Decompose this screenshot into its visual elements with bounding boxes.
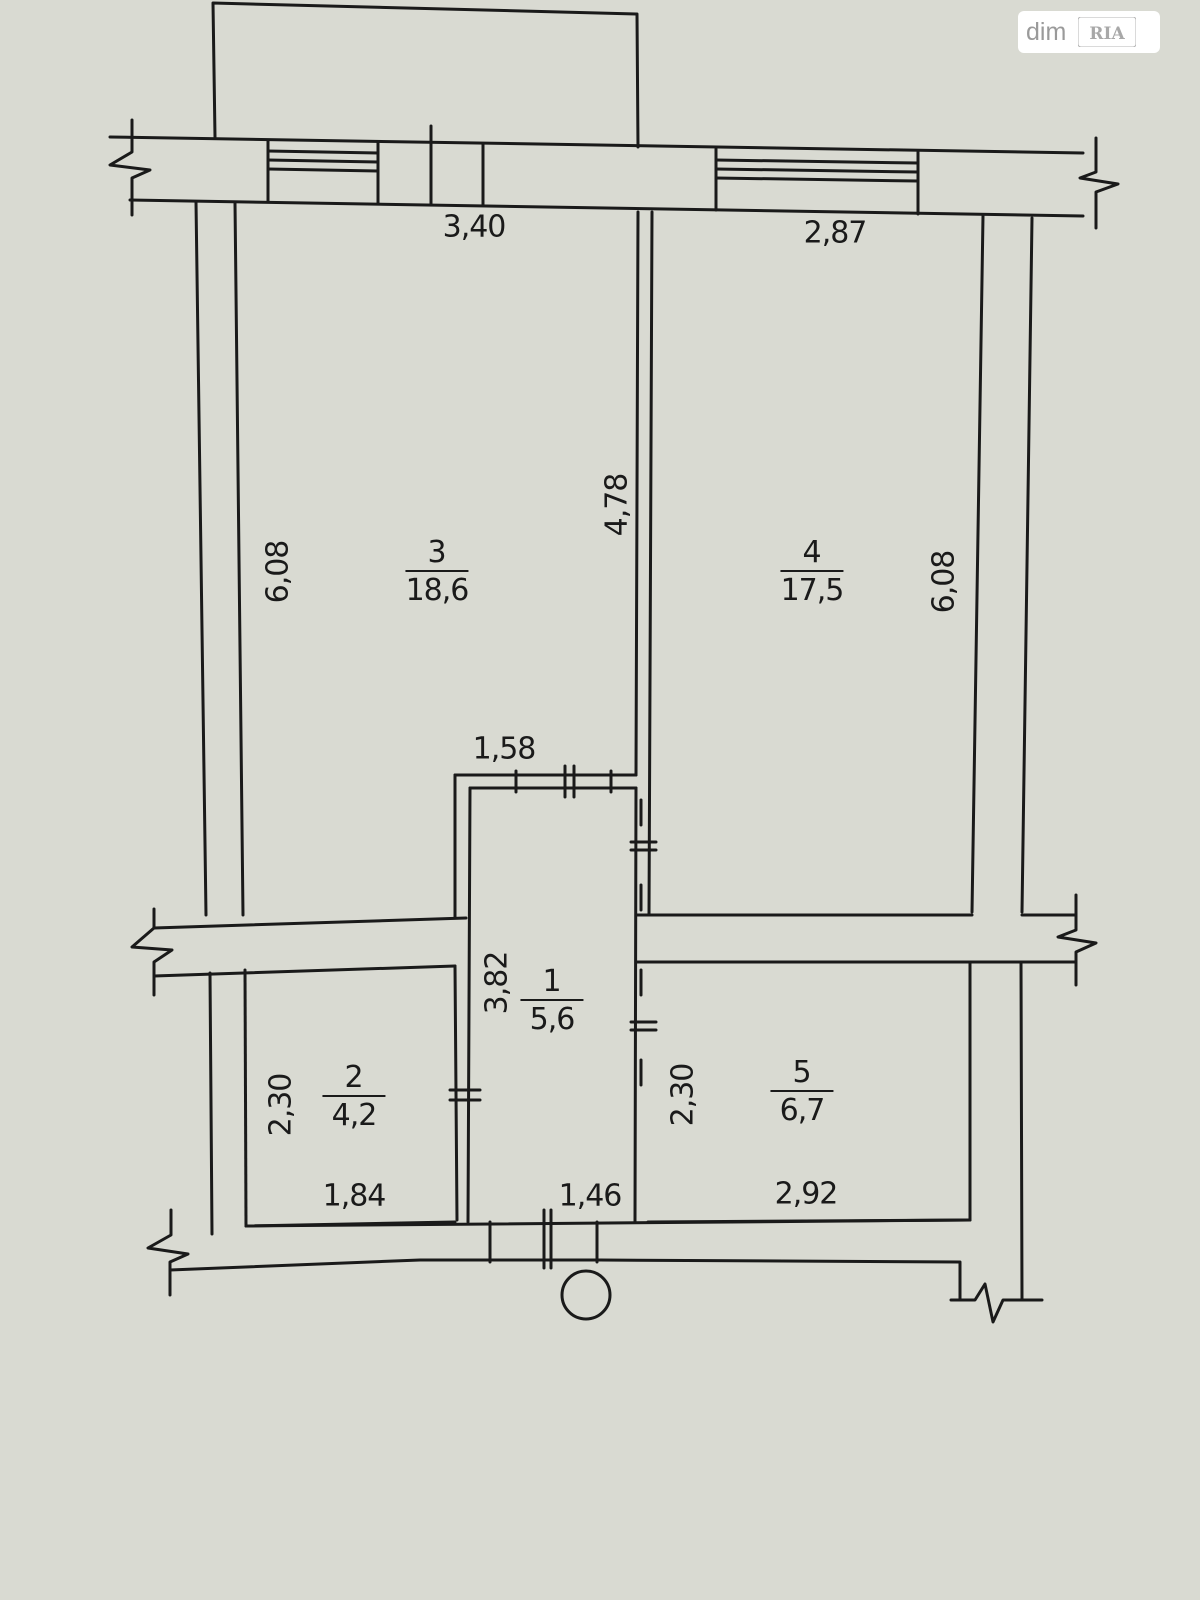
dim-room-5-height: 2,30 xyxy=(665,1063,701,1127)
bottom-left-break xyxy=(146,1208,190,1297)
left-wall-outer xyxy=(194,200,208,917)
mid-wall-left-top xyxy=(152,916,468,930)
room-4-label: 4 17,5 xyxy=(780,538,845,608)
left-wall-outer-lower xyxy=(208,971,214,1236)
mid-right-break xyxy=(1056,893,1098,987)
ria-logo-text: RIA xyxy=(1090,24,1126,44)
right-wall-inner xyxy=(970,214,985,914)
dim-hall-width: 1,58 xyxy=(472,731,537,767)
balcony-outline xyxy=(211,1,640,149)
dim-room-3-width: 3,40 xyxy=(442,209,507,245)
left-wall-inner-lower xyxy=(243,968,248,1228)
hall-left-inner xyxy=(466,786,472,1224)
room-3-label: 3 18,6 xyxy=(405,538,470,608)
room-number: 2 xyxy=(322,1063,386,1097)
hall-right-inner xyxy=(633,786,638,1224)
room-area: 6,7 xyxy=(779,1093,826,1128)
top-left-break xyxy=(108,118,152,217)
mid-wall-left-bottom xyxy=(152,964,457,978)
room-number: 3 xyxy=(405,538,469,572)
right-wall-outer xyxy=(1020,216,1034,914)
dim-room-3-inner: 4,78 xyxy=(599,473,635,537)
window-room-4 xyxy=(714,147,920,216)
mid-left-break xyxy=(130,907,174,997)
top-right-break xyxy=(1078,136,1120,230)
room-number: 1 xyxy=(520,967,584,1001)
top-wall-inner xyxy=(128,198,1085,218)
watermark-text: dim xyxy=(1026,17,1067,46)
dim-room-2-height: 2,30 xyxy=(263,1073,299,1137)
partition-3-4-right xyxy=(647,210,654,917)
room-area: 4,2 xyxy=(331,1098,378,1133)
entrance-marker xyxy=(560,1269,612,1321)
bottom-wall-inner xyxy=(244,1218,972,1228)
room-number: 4 xyxy=(780,538,844,572)
entrance-door xyxy=(488,1208,599,1270)
room-area: 18,6 xyxy=(405,573,470,608)
watermark: dim RIA xyxy=(1018,11,1160,53)
dim-room-2-width: 1,84 xyxy=(322,1178,387,1214)
dim-room-3-length: 6,08 xyxy=(260,540,296,604)
hall-top-door xyxy=(514,764,613,799)
bottom-wall-outer xyxy=(168,1258,962,1302)
balcony-door xyxy=(429,124,485,207)
partition-3-4-left xyxy=(634,210,640,777)
room-1-label: 1 5,6 xyxy=(520,967,584,1037)
room-2-label: 2 4,2 xyxy=(322,1063,386,1133)
bottom-right-break xyxy=(949,1282,1044,1324)
dim-room-4-length: 6,08 xyxy=(926,550,962,614)
room-area: 17,5 xyxy=(780,573,845,608)
dim-room-5-width: 2,92 xyxy=(774,1176,839,1212)
dim-room-4-width: 2,87 xyxy=(803,215,868,251)
room-number: 5 xyxy=(770,1058,834,1092)
right-wall-outer-lower xyxy=(1019,960,1024,1302)
dim-hall-length: 3,82 xyxy=(479,951,515,1015)
ria-logo-icon: RIA xyxy=(1078,17,1137,47)
room-area: 5,6 xyxy=(529,1002,576,1037)
dim-hall-bottom: 1,46 xyxy=(558,1178,623,1214)
room-4-door xyxy=(629,798,658,912)
room-5-label: 5 6,7 xyxy=(770,1058,834,1128)
window-room-3 xyxy=(266,138,380,205)
left-wall-inner xyxy=(233,201,245,917)
top-wall-outer xyxy=(108,135,1085,155)
room-5-door xyxy=(629,968,658,1087)
